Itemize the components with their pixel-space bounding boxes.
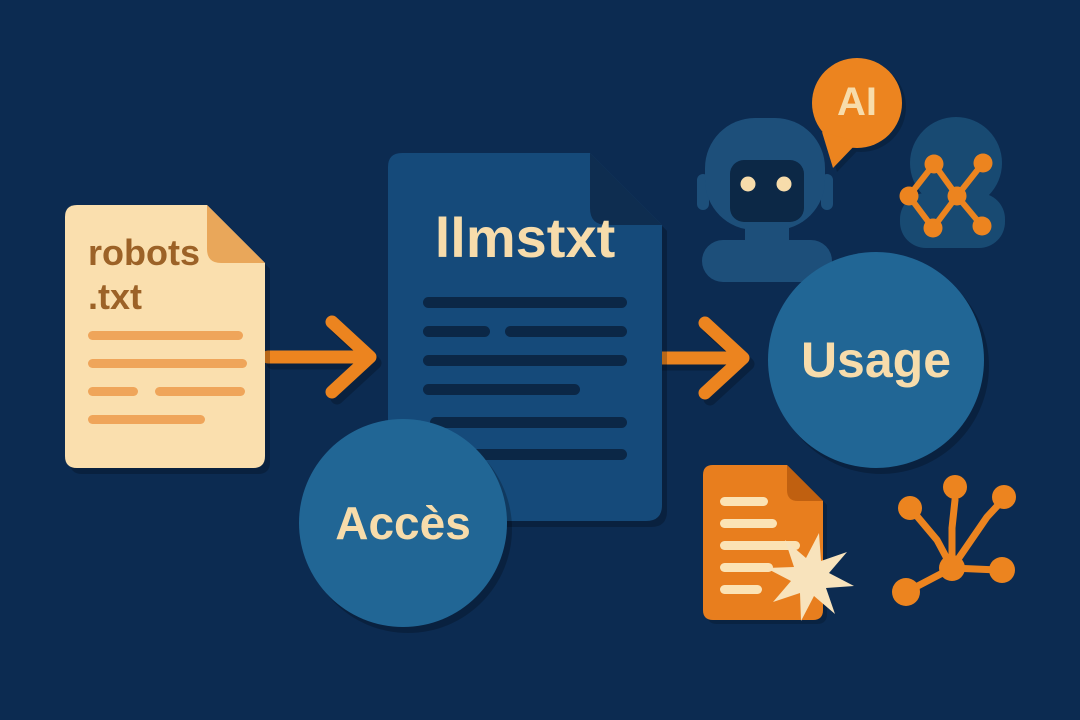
branch-network-icon xyxy=(892,475,1016,606)
text-lines xyxy=(423,297,627,460)
robot-head-icon xyxy=(697,118,833,282)
text-lines xyxy=(88,331,247,424)
source-doc-title: robots.txt xyxy=(88,232,200,317)
text-lines xyxy=(720,497,800,594)
target-doc-title: llmstxt xyxy=(434,206,616,269)
robot-face-panel xyxy=(730,160,804,222)
robot-eye xyxy=(740,176,756,192)
starburst-icon xyxy=(766,533,854,621)
folded-corner xyxy=(590,153,662,225)
paper-sheet xyxy=(65,205,265,468)
folded-corner xyxy=(207,205,265,263)
arrow-right-icon xyxy=(262,315,377,399)
usage-label: Usage xyxy=(800,332,952,388)
person-silhouette-icon xyxy=(899,117,1005,248)
acces-circle-badge: Accès xyxy=(299,419,507,627)
molecule-network-icon xyxy=(899,153,993,238)
robots-txt-document-icon: robots.txt xyxy=(65,205,265,468)
speech-bubble-shape xyxy=(812,58,902,168)
usage-circle-badge: Usage xyxy=(768,252,984,468)
folded-corner xyxy=(787,465,823,501)
paper-sheet xyxy=(388,153,662,521)
robot-eye xyxy=(776,176,792,192)
ai-speech-bubble-icon: AI xyxy=(806,54,911,179)
ai-label: AI xyxy=(837,80,877,124)
arrow-right-icon xyxy=(645,316,750,400)
acces-label: Accès xyxy=(335,497,471,549)
llmstxt-document-icon: llmstxt xyxy=(388,153,662,521)
